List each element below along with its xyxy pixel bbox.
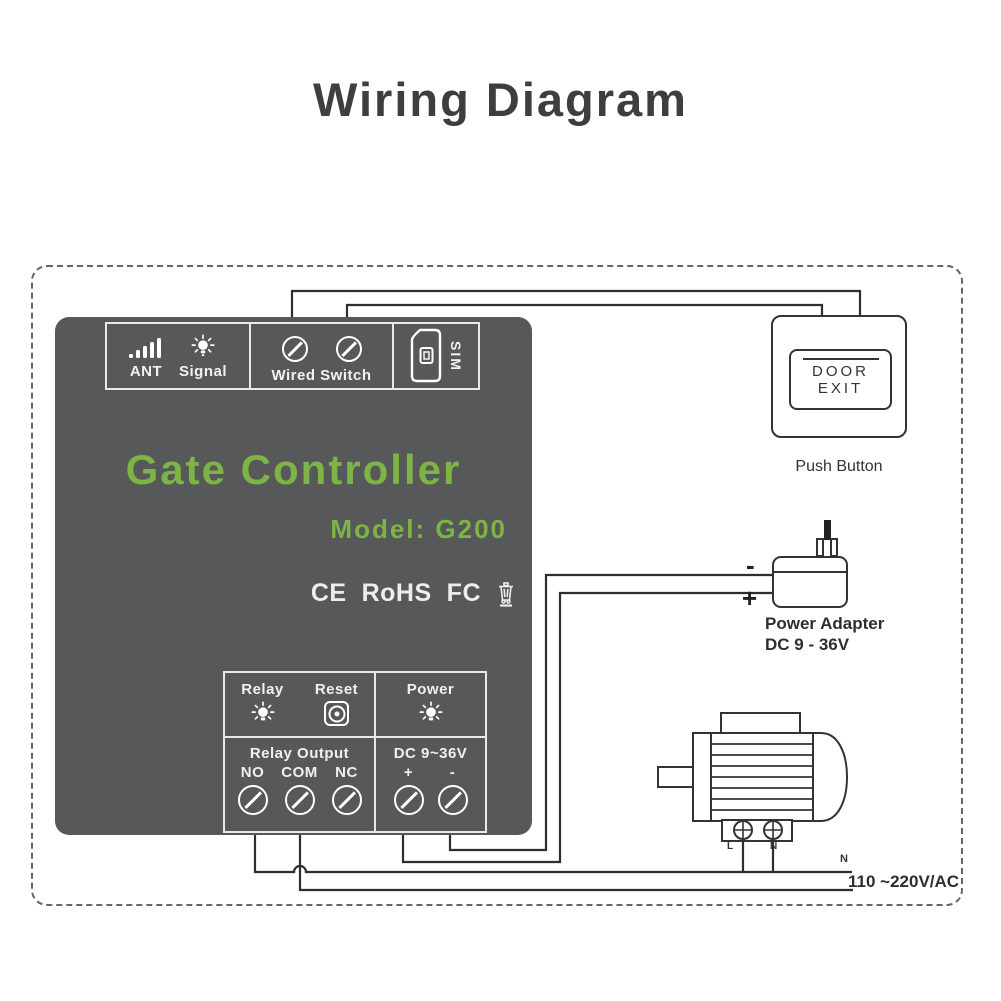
dc-plus-label: + bbox=[403, 764, 414, 781]
nc-terminal: NC bbox=[324, 764, 370, 815]
no-label: NO bbox=[240, 764, 265, 781]
adapter-minus-sign: - bbox=[746, 550, 755, 580]
adapter-plug-blade bbox=[824, 520, 831, 540]
signal-bulb-icon bbox=[191, 334, 215, 357]
nc-label: NC bbox=[335, 764, 358, 781]
reset-control: Reset bbox=[305, 681, 369, 736]
reset-button-icon bbox=[324, 701, 349, 726]
adapter-body-line bbox=[774, 571, 846, 574]
fcc-mark: FC bbox=[446, 579, 481, 607]
dc-minus-label: - bbox=[449, 764, 456, 781]
com-label: COM bbox=[281, 764, 318, 781]
diagram-dashed-border bbox=[31, 265, 963, 906]
dc-plus-terminal-icon bbox=[393, 785, 424, 815]
com-terminal-icon bbox=[284, 785, 315, 815]
rohs-mark: RoHS bbox=[361, 579, 432, 607]
relay-output-cell: Relay Output NO COM NC bbox=[225, 738, 376, 831]
exit-text: EXIT bbox=[817, 380, 864, 398]
ac-voltage-label: 110 ~220V/AC bbox=[848, 872, 960, 891]
device-model: Model: G200 bbox=[330, 514, 507, 544]
power-cell: Power bbox=[376, 673, 485, 738]
motor-shaft bbox=[657, 766, 694, 788]
signal-indicator: Signal bbox=[179, 324, 227, 384]
controller-bottom-panel: Relay bbox=[223, 671, 487, 833]
com-terminal: COM bbox=[277, 764, 323, 815]
dc-label: DC 9~36V bbox=[393, 745, 468, 762]
door-text: DOOR bbox=[812, 363, 869, 381]
sim-label: SIM bbox=[448, 340, 464, 372]
power-label: Power bbox=[406, 681, 455, 698]
power-adapter-body bbox=[772, 556, 848, 608]
no-terminal-icon bbox=[237, 785, 268, 815]
ac-neutral-label: N bbox=[840, 853, 848, 865]
controller-top-panel: ANT bbox=[105, 322, 480, 390]
wire-dc-plus bbox=[401, 591, 778, 864]
antenna-bars-icon bbox=[128, 338, 161, 358]
wired-switch-terminal-1-icon bbox=[281, 336, 308, 362]
dc-plus-terminal: + bbox=[387, 764, 430, 815]
wired-switch-terminal-2-icon bbox=[335, 336, 362, 362]
wire-dc-minus bbox=[448, 573, 778, 852]
gate-controller-device: ANT bbox=[55, 317, 532, 835]
ant-label: ANT bbox=[129, 363, 163, 380]
signal-label: Signal bbox=[178, 363, 227, 380]
power-bulb-icon bbox=[418, 701, 443, 721]
motor-right-end bbox=[812, 732, 849, 822]
weee-bin-icon bbox=[499, 581, 513, 607]
ce-mark: CE bbox=[310, 579, 347, 607]
adapter-plug-prong-left bbox=[816, 538, 824, 557]
motor-left-plate bbox=[692, 732, 712, 822]
sim-section: SIM bbox=[394, 324, 478, 388]
wire-switch-inner bbox=[345, 303, 824, 320]
motor-terminal-n-icon bbox=[763, 820, 783, 840]
power-indicator: Power bbox=[399, 681, 463, 736]
dc-input-cell: DC 9~36V + - bbox=[376, 738, 485, 831]
push-button-caption: Push Button bbox=[795, 458, 883, 475]
motor-terminal-l-icon bbox=[733, 820, 753, 840]
wired-switch-section: Wired Switch bbox=[249, 324, 394, 388]
relay-label: Relay bbox=[241, 681, 284, 698]
ant-indicator: ANT bbox=[128, 324, 163, 384]
door-exit-push-button: DOOR EXIT bbox=[771, 315, 907, 438]
door-exit-button-face: DOOR EXIT bbox=[789, 349, 892, 410]
adapter-plug-prong-right bbox=[830, 538, 838, 557]
dc-minus-terminal-icon bbox=[437, 785, 468, 815]
motor-l-label: L bbox=[727, 841, 734, 852]
relay-indicator: Relay bbox=[231, 681, 295, 736]
wire-switch-outer bbox=[290, 289, 862, 320]
motor-n-label: N bbox=[770, 841, 778, 852]
adapter-plus-sign: + bbox=[742, 583, 758, 613]
reset-label: Reset bbox=[314, 681, 359, 698]
relay-reset-cell: Relay bbox=[225, 673, 376, 738]
button-face-line bbox=[802, 358, 879, 361]
motor-top-cap bbox=[720, 712, 801, 734]
motor-drawing bbox=[657, 712, 849, 842]
relay-bulb-icon bbox=[250, 701, 275, 721]
sim-card-icon bbox=[410, 328, 442, 383]
wire-relay-com bbox=[298, 833, 853, 892]
adapter-caption: Power Adapter bbox=[765, 614, 885, 633]
adapter-voltage-caption: DC 9 - 36V bbox=[765, 635, 850, 654]
relay-output-label: Relay Output bbox=[249, 745, 350, 762]
wired-switch-label: Wired Switch bbox=[271, 367, 372, 384]
dc-minus-terminal: - bbox=[431, 764, 474, 815]
ant-signal-section: ANT bbox=[107, 324, 249, 388]
certification-row: CE RoHS FC bbox=[311, 579, 516, 608]
no-terminal: NO bbox=[230, 764, 276, 815]
nc-terminal-icon bbox=[331, 785, 362, 815]
motor-fins bbox=[711, 743, 813, 811]
device-name: Gate Controller bbox=[125, 446, 462, 493]
page-title: Wiring Diagram bbox=[313, 73, 688, 126]
